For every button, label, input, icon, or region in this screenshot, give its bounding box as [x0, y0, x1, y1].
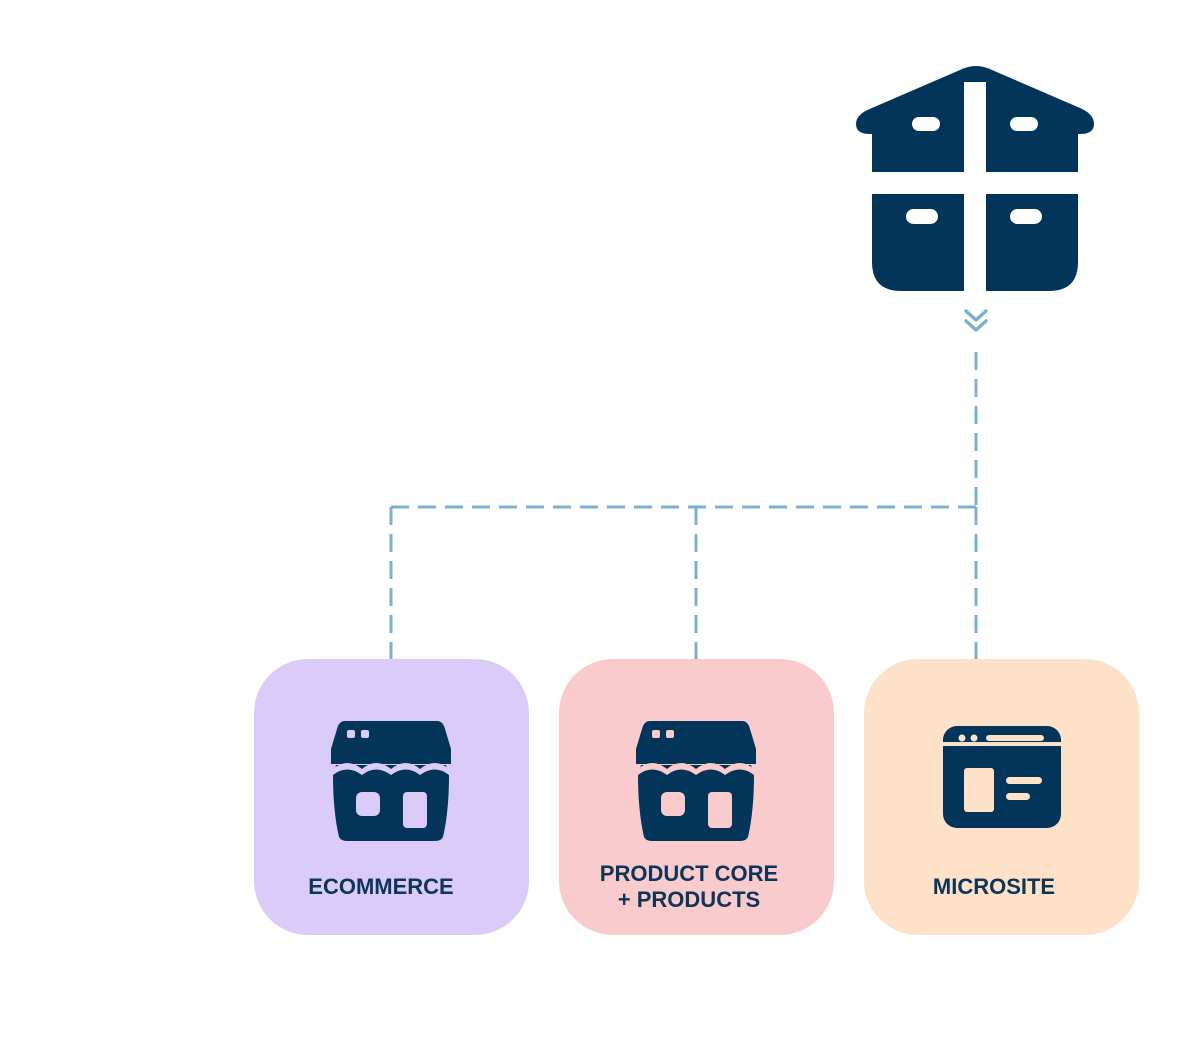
browser-window-icon — [943, 726, 1061, 828]
product-core-card-label: PRODUCT CORE+ PRODUCTS — [600, 861, 778, 912]
double-chevron-down-icon — [964, 309, 988, 332]
storefront-icon — [636, 721, 756, 841]
ecommerce-card-label: ECOMMERCE — [308, 874, 453, 899]
product-core-card[interactable]: PRODUCT CORE+ PRODUCTS — [559, 659, 834, 935]
card-label-line: + PRODUCTS — [618, 887, 760, 912]
connector-lines — [389, 352, 978, 660]
microsite-card[interactable]: MICROSITE — [864, 659, 1139, 935]
warehouse-icon — [856, 66, 1094, 294]
storefront-icon — [331, 721, 451, 841]
card-label-line: PRODUCT CORE — [600, 861, 778, 886]
card-label-line: ECOMMERCE — [308, 874, 453, 899]
ecommerce-card[interactable]: ECOMMERCE — [254, 659, 529, 935]
microsite-card-label: MICROSITE — [933, 874, 1055, 899]
card-label-line: MICROSITE — [933, 874, 1055, 899]
